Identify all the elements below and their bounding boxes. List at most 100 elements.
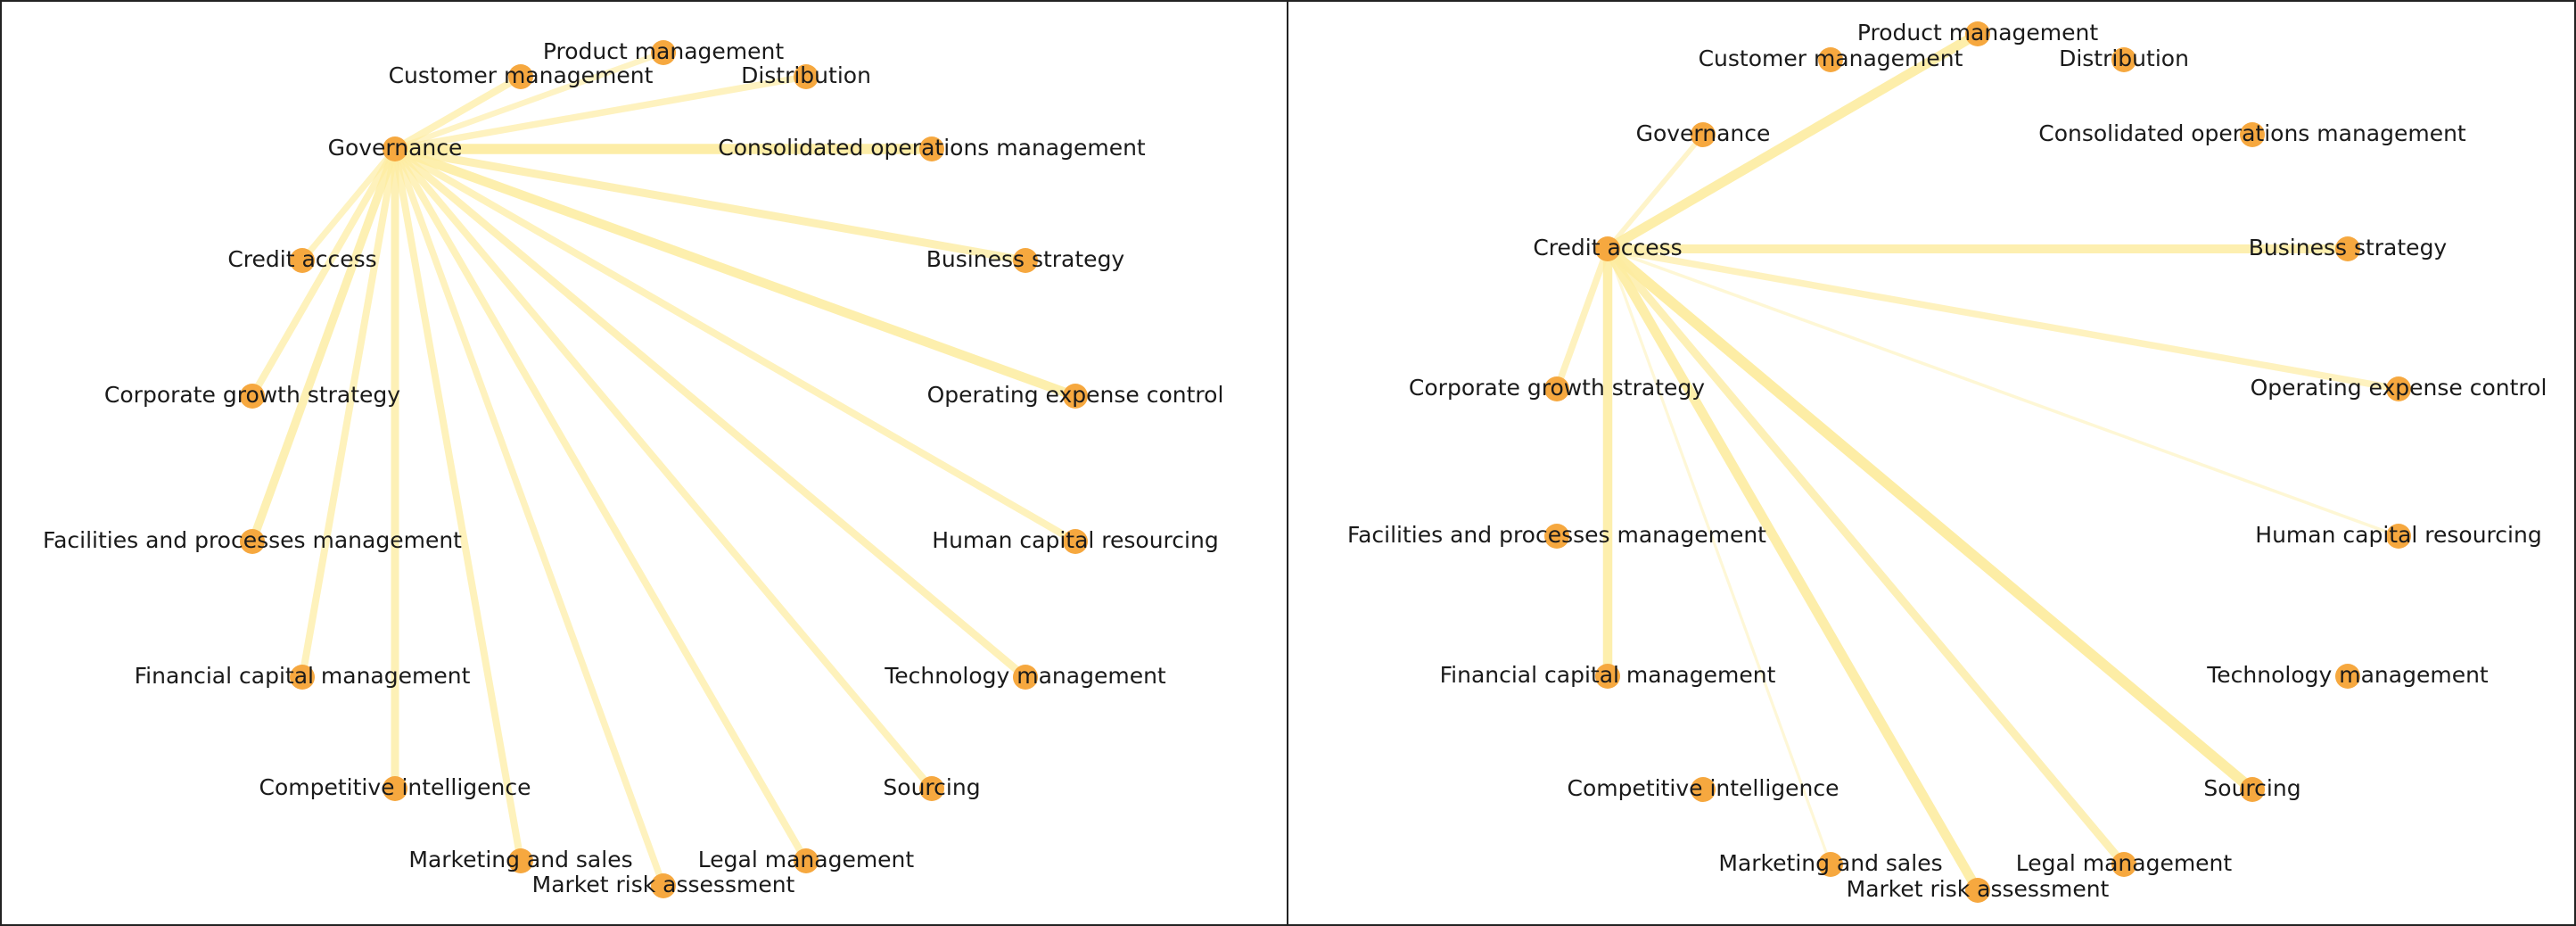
- node-product-management[interactable]: [651, 40, 676, 65]
- edge-governance-to-technology-management: [391, 145, 1030, 682]
- node-label-sourcing: Sourcing: [2203, 775, 2300, 801]
- edge-governance-to-product-management: [391, 49, 667, 153]
- node-label-marketing-and-sales: Marketing and sales: [1718, 850, 1942, 876]
- node-label-credit-access: Credit access: [1533, 235, 1682, 260]
- edge-governance-to-corporate-growth-strategy: [249, 145, 399, 400]
- node-label-customer-management: Customer management: [389, 62, 654, 88]
- node-label-consolidated-operations-management: Consolidated operations management: [2038, 120, 2466, 146]
- node-marketing-and-sales[interactable]: [1818, 852, 1843, 877]
- edge-governance-to-business-strategy: [391, 145, 1030, 265]
- node-label-financial-capital-management: Financial capital management: [1440, 662, 1776, 688]
- node-label-operating-expense-control: Operating expense control: [2251, 375, 2547, 401]
- node-legal-management[interactable]: [794, 848, 819, 873]
- edge-credit-access-to-legal-management: [1603, 244, 2128, 869]
- edge-governance-to-customer-management: [391, 73, 524, 153]
- node-product-management[interactable]: [1965, 21, 1990, 46]
- node-marketing-and-sales[interactable]: [508, 848, 533, 873]
- edge-governance-to-distribution: [391, 73, 810, 153]
- node-label-sourcing: Sourcing: [883, 774, 980, 800]
- edge-governance-to-market-risk-assessment: [391, 145, 667, 889]
- node-label-human-capital-resourcing: Human capital resourcing: [2255, 522, 2541, 548]
- edge-credit-access-to-corporate-growth-strategy: [1553, 245, 1611, 393]
- right-node-layer: [1544, 21, 2411, 903]
- node-label-governance: Governance: [1636, 120, 1771, 146]
- node-technology-management[interactable]: [2335, 664, 2360, 689]
- node-label-operating-expense-control: Operating expense control: [927, 382, 1224, 408]
- node-financial-capital-management[interactable]: [1595, 664, 1620, 689]
- node-sourcing[interactable]: [919, 776, 944, 801]
- node-label-market-risk-assessment: Market risk assessment: [1847, 876, 2110, 902]
- node-distribution[interactable]: [794, 64, 819, 89]
- edge-governance-to-human-capital-resourcing: [391, 145, 1079, 545]
- node-operating-expense-control[interactable]: [2386, 376, 2411, 401]
- node-label-corporate-growth-strategy: Corporate growth strategy: [104, 382, 400, 408]
- node-competitive-intelligence[interactable]: [383, 776, 407, 801]
- edge-governance-to-facilities-and-processes-management: [248, 145, 399, 546]
- edge-governance-to-marketing-and-sales: [391, 145, 524, 864]
- node-label-marketing-and-sales: Marketing and sales: [408, 847, 632, 872]
- left-panel-frame: [0, 0, 1288, 926]
- left-edge-layer: [248, 49, 1081, 889]
- node-consolidated-operations-management[interactable]: [2240, 122, 2265, 147]
- node-label-product-management: Product management: [1857, 20, 2099, 45]
- node-credit-access[interactable]: [1595, 236, 1620, 261]
- node-label-market-risk-assessment: Market risk assessment: [532, 872, 795, 897]
- node-corporate-growth-strategy[interactable]: [240, 384, 265, 409]
- node-label-corporate-growth-strategy: Corporate growth strategy: [1409, 375, 1705, 401]
- node-business-strategy[interactable]: [1013, 248, 1038, 273]
- edge-credit-access-to-product-management: [1602, 29, 1983, 254]
- node-label-distribution: Distribution: [741, 62, 871, 88]
- node-human-capital-resourcing[interactable]: [1063, 529, 1088, 554]
- edge-credit-access-to-market-risk-assessment: [1602, 244, 1983, 896]
- node-market-risk-assessment[interactable]: [1965, 878, 1990, 903]
- right-panel-frame: [1287, 0, 2576, 926]
- node-label-technology-management: Technology management: [2206, 662, 2489, 688]
- left-node-layer: [240, 40, 1088, 898]
- node-market-risk-assessment[interactable]: [651, 873, 676, 898]
- node-label-product-management: Product management: [543, 38, 785, 64]
- node-technology-management[interactable]: [1013, 665, 1038, 690]
- node-label-technology-management: Technology management: [884, 663, 1166, 689]
- node-customer-management[interactable]: [1818, 47, 1843, 72]
- node-label-legal-management: Legal management: [2016, 850, 2233, 876]
- node-label-facilities-and-processes-management: Facilities and processes management: [43, 527, 462, 553]
- edge-governance-to-operating-expense-control: [390, 144, 1081, 401]
- node-label-facilities-and-processes-management: Facilities and processes management: [1347, 522, 1766, 548]
- node-sourcing[interactable]: [2240, 777, 2265, 802]
- node-human-capital-resourcing[interactable]: [2386, 524, 2411, 549]
- edge-credit-access-to-human-capital-resourcing: [1606, 247, 2400, 538]
- edge-governance-to-financial-capital-management: [299, 145, 399, 681]
- node-business-strategy[interactable]: [2335, 236, 2360, 261]
- node-competitive-intelligence[interactable]: [1691, 777, 1716, 802]
- node-consolidated-operations-management[interactable]: [919, 136, 944, 161]
- node-distribution[interactable]: [2111, 47, 2136, 72]
- node-label-credit-access: Credit access: [227, 246, 376, 272]
- node-governance[interactable]: [1691, 122, 1716, 147]
- node-legal-management[interactable]: [2111, 852, 2136, 877]
- node-label-customer-management: Customer management: [1699, 45, 1963, 71]
- node-facilities-and-processes-management[interactable]: [240, 529, 265, 554]
- node-label-financial-capital-management: Financial capital management: [135, 663, 471, 689]
- node-label-distribution: Distribution: [2059, 45, 2189, 71]
- edge-governance-to-credit-access: [299, 145, 399, 264]
- node-label-business-strategy: Business strategy: [2249, 235, 2448, 260]
- node-label-human-capital-resourcing: Human capital resourcing: [932, 527, 1218, 553]
- node-corporate-growth-strategy[interactable]: [1544, 376, 1569, 401]
- node-operating-expense-control[interactable]: [1063, 384, 1088, 409]
- node-label-business-strategy: Business strategy: [926, 246, 1125, 272]
- node-customer-management[interactable]: [508, 64, 533, 89]
- node-label-governance: Governance: [328, 135, 463, 161]
- node-financial-capital-management[interactable]: [290, 665, 315, 690]
- node-governance[interactable]: [383, 136, 407, 161]
- edge-credit-access-to-governance: [1605, 132, 1706, 252]
- node-credit-access[interactable]: [290, 248, 315, 273]
- node-facilities-and-processes-management[interactable]: [1544, 524, 1569, 549]
- node-label-competitive-intelligence: Competitive intelligence: [1567, 775, 1839, 801]
- edge-credit-access-to-marketing-and-sales: [1606, 247, 1832, 866]
- edge-governance-to-sourcing: [391, 145, 935, 792]
